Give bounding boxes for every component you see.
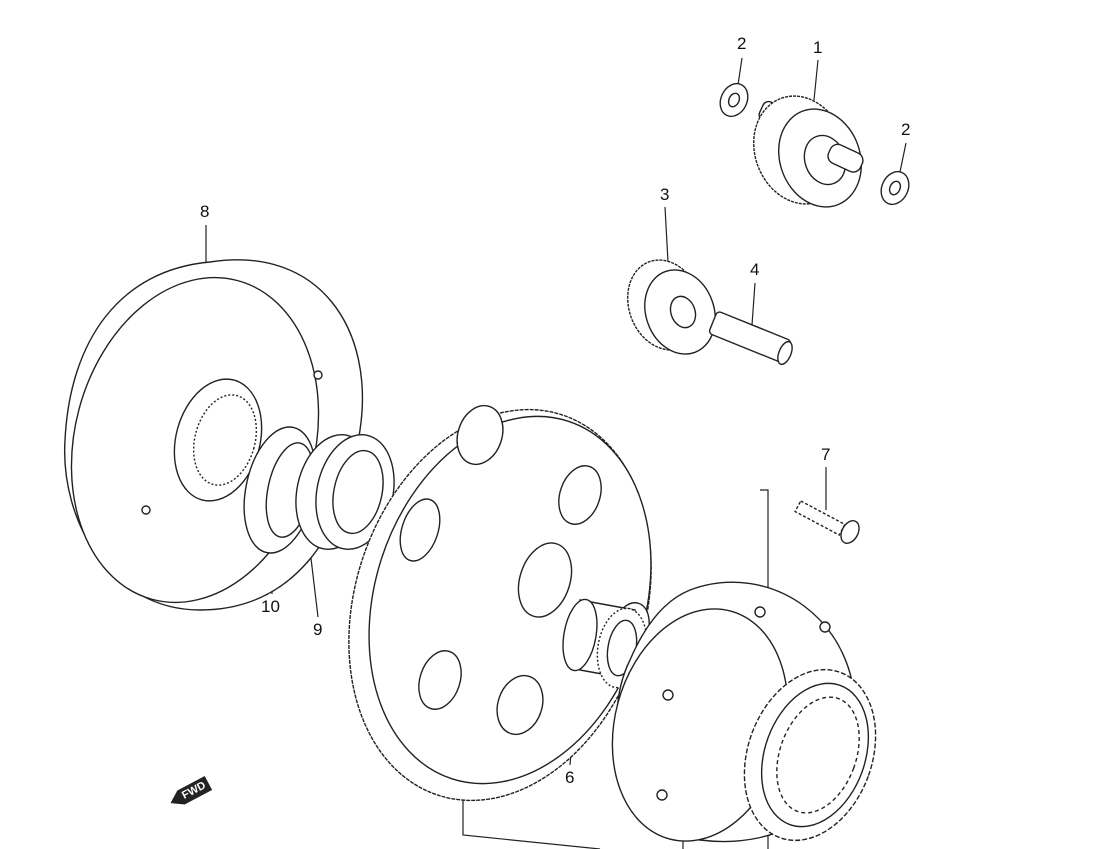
bearing-9 bbox=[295, 434, 395, 550]
bolt-7 bbox=[794, 500, 860, 544]
one-way-clutch bbox=[743, 668, 877, 842]
callout-2-lower: 2 bbox=[901, 120, 911, 139]
callout-3: 3 bbox=[660, 185, 670, 204]
washer-2-lower bbox=[880, 170, 910, 206]
starter-driven-gear bbox=[348, 404, 652, 802]
callout-7: 7 bbox=[821, 445, 831, 464]
callout-10: 10 bbox=[261, 597, 280, 616]
gear-3 bbox=[626, 259, 716, 355]
callout-9: 9 bbox=[313, 620, 323, 639]
callout-8: 8 bbox=[200, 202, 210, 221]
idle-gear-1 bbox=[753, 95, 864, 208]
callout-6: 6 bbox=[565, 768, 575, 787]
starter-clutch-disc-8 bbox=[63, 259, 364, 611]
callout-4: 4 bbox=[750, 260, 760, 279]
shaft-4 bbox=[708, 311, 793, 366]
callout-2-upper: 2 bbox=[737, 34, 747, 53]
washer-2-upper bbox=[719, 82, 749, 118]
callout-1: 1 bbox=[813, 38, 823, 57]
